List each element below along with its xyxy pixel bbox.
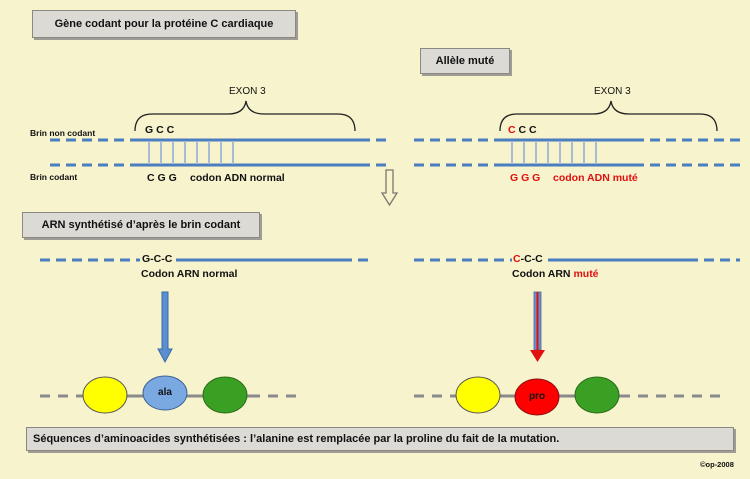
right-bottom-codon: G G G bbox=[510, 172, 540, 184]
right-top-codon-mutated-base: C bbox=[508, 124, 516, 136]
right-rna-caption: Codon ARN muté bbox=[512, 268, 599, 280]
right-bottom-codon-rest: G G bbox=[518, 172, 541, 184]
left-dna-caption: codon ADN normal bbox=[190, 172, 285, 184]
conclusion-box: Séquences d’aminoacides synthétisées : l… bbox=[26, 427, 734, 451]
right-bottom-codon-mutated-base: G bbox=[510, 172, 519, 184]
right-rna-caption-mutated: muté bbox=[573, 268, 599, 280]
right-base-pair-rungs bbox=[511, 141, 597, 164]
right-aa-green bbox=[574, 376, 620, 414]
left-dna-strands bbox=[50, 138, 392, 167]
right-rna-codon: C-C-C bbox=[513, 253, 543, 265]
rna-box: ARN synthétisé d’après le brin codant bbox=[22, 212, 260, 238]
right-dna-strands bbox=[414, 138, 740, 167]
right-rna-codon-rest: -C-C bbox=[520, 253, 543, 265]
right-aa-yellow bbox=[455, 376, 501, 414]
left-rna-caption: Codon ARN normal bbox=[141, 268, 238, 280]
left-rna-codon: G-C-C bbox=[142, 253, 173, 265]
right-aa-pro bbox=[514, 378, 560, 416]
left-bottom-codon: C G G bbox=[147, 172, 177, 184]
ala-label: ala bbox=[158, 387, 172, 398]
left-exon-brace bbox=[134, 100, 356, 132]
noncoding-strand-label: Brin non codant bbox=[30, 128, 96, 138]
hollow-down-arrow bbox=[380, 169, 399, 207]
left-base-pair-rungs bbox=[148, 141, 234, 164]
right-dna-caption: codon ADN muté bbox=[553, 172, 638, 184]
right-exon-brace bbox=[499, 100, 718, 132]
left-aa-green bbox=[202, 376, 248, 414]
coding-strand-label: Brin codant bbox=[30, 172, 78, 182]
gene-title-box: Gène codant pour la protéine C cardiaque bbox=[32, 10, 296, 38]
right-translation-arrow-head bbox=[530, 350, 545, 362]
right-rna-mutated-base: C bbox=[513, 253, 521, 265]
left-exon-label: EXON 3 bbox=[229, 86, 266, 97]
copyright: ©op-2008 bbox=[700, 460, 734, 469]
left-aa-ala bbox=[142, 375, 188, 411]
right-top-codon: C C C bbox=[508, 124, 537, 136]
left-translation-arrow bbox=[157, 291, 173, 364]
right-top-codon-rest: C C bbox=[515, 124, 537, 136]
right-rna-caption-prefix: Codon ARN bbox=[512, 268, 574, 280]
right-exon-label: EXON 3 bbox=[594, 86, 631, 97]
mutated-allele-box: Allèle muté bbox=[420, 48, 510, 74]
left-aa-yellow bbox=[82, 376, 128, 414]
left-top-codon: G C C bbox=[145, 124, 175, 136]
pro-label: pro bbox=[528, 391, 546, 402]
